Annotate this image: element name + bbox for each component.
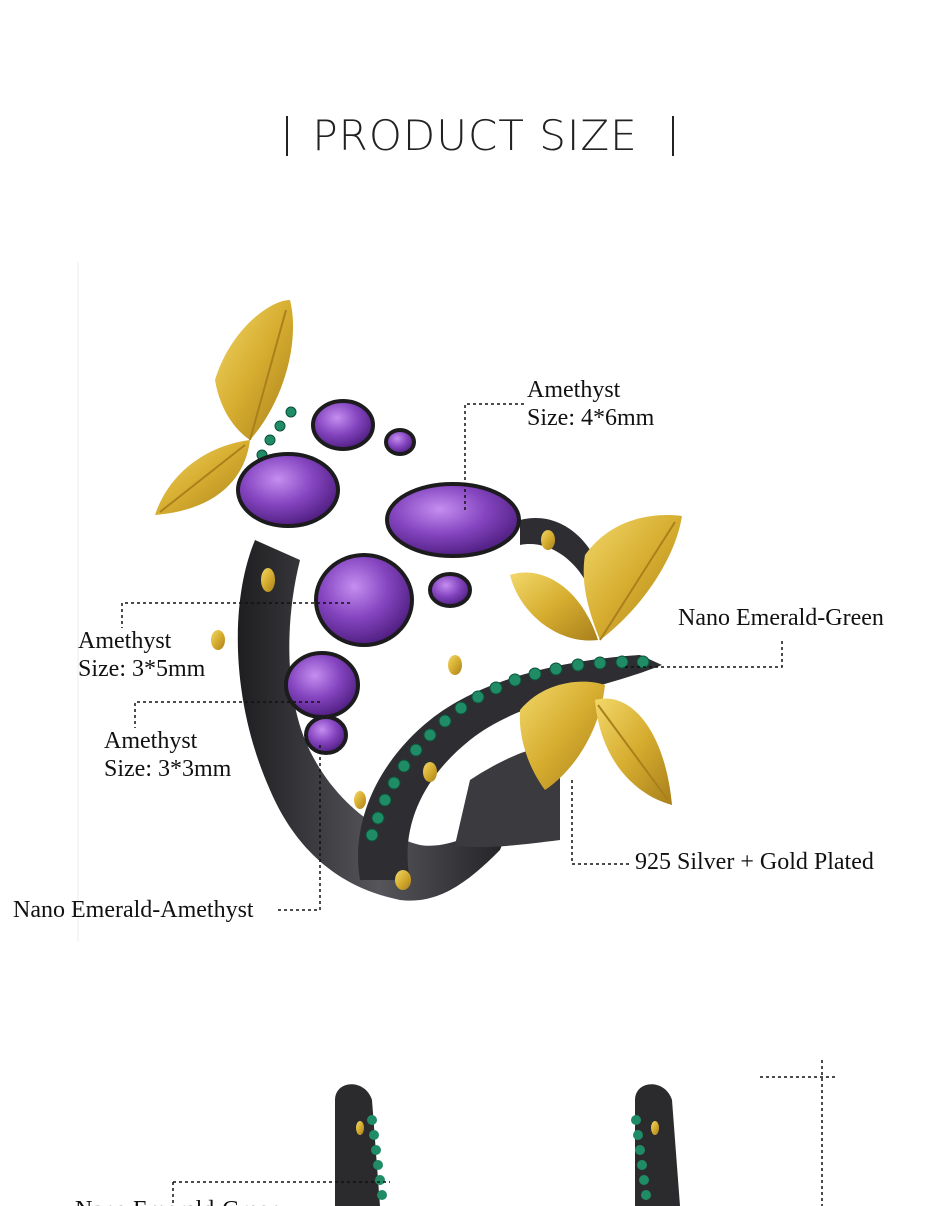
callout-name: Amethyst <box>527 377 621 403</box>
callout-name: Amethyst <box>104 728 198 754</box>
callout-amethyst-3x3: Amethyst Size: 3*3mm <box>104 727 231 783</box>
header-left-bar <box>286 116 288 156</box>
callout-size: Size: 4*6mm <box>527 405 655 431</box>
callout-size: Size: 3*3mm <box>104 756 232 782</box>
callout-nano-emerald-amethyst: Nano Emerald-Amethyst <box>13 897 254 923</box>
earrings-preview <box>335 1084 680 1206</box>
header-right-bar <box>672 116 674 156</box>
ring-shank <box>237 518 662 901</box>
gold-buds <box>211 530 555 890</box>
callout-silver-gold: 925 Silver + Gold Plated <box>635 849 874 875</box>
callout-name: Amethyst <box>78 628 172 654</box>
page-title: PRODUCT SIZE <box>312 111 638 160</box>
emerald-pave <box>249 406 650 842</box>
callout-amethyst-3x5: Amethyst Size: 3*5mm <box>78 627 205 683</box>
gold-leaves-right <box>510 515 682 805</box>
callout-amethyst-4x6: Amethyst Size: 4*6mm <box>527 376 654 432</box>
gold-leaves-left <box>155 300 294 515</box>
callout-bottom-partial: Nano Emerald-Green <box>75 1196 281 1206</box>
section-header: PRODUCT SIZE <box>0 108 950 164</box>
callout-size: Size: 3*5mm <box>78 656 206 682</box>
callout-lines <box>121 403 835 1206</box>
amethyst-stones <box>236 399 521 755</box>
callout-nano-emerald-green: Nano Emerald-Green <box>678 605 884 631</box>
